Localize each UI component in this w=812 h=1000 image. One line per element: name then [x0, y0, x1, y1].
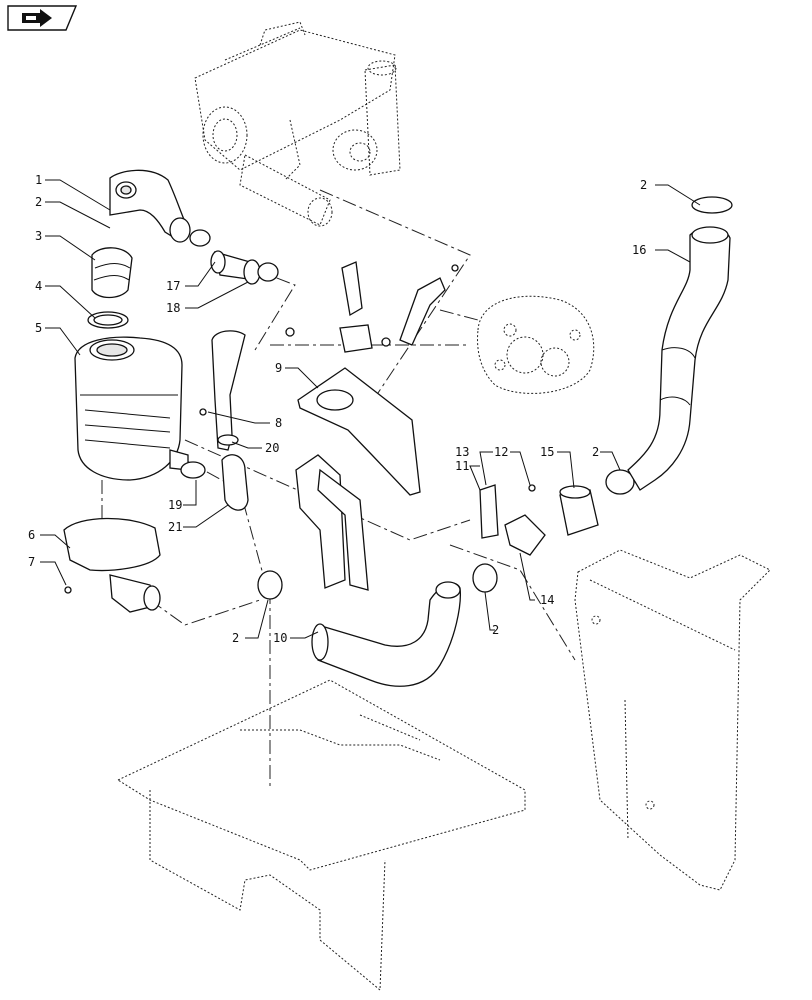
part-2-clamp-lower-left[interactable]: [257, 570, 283, 600]
callout-16: 16: [632, 243, 646, 257]
part-16-long-hose[interactable]: [627, 226, 731, 491]
part-15-sleeve[interactable]: [559, 485, 599, 536]
part-17-18-hose-clamps[interactable]: [189, 229, 279, 285]
callout-5: 5: [35, 321, 42, 335]
callout-21: 21: [168, 520, 182, 534]
part-12-nut[interactable]: [528, 484, 536, 492]
callout-2: 2: [640, 178, 647, 192]
callout-1: 1: [35, 173, 42, 187]
part-7-screw[interactable]: [64, 586, 72, 594]
mounting-bracket-lower[interactable]: [295, 454, 369, 591]
callout-leaders: [40, 179, 701, 639]
part-19-clamp[interactable]: [180, 461, 206, 479]
callout-20: 20: [265, 441, 279, 455]
callout-2: 2: [232, 631, 239, 645]
callout-2: 2: [492, 623, 499, 637]
callout-18: 18: [166, 301, 180, 315]
callout-17: 17: [166, 279, 180, 293]
part-14-flange[interactable]: [504, 514, 546, 556]
callout-3: 3: [35, 229, 42, 243]
callout-2: 2: [592, 445, 599, 459]
turbocharger-phantom: [477, 295, 595, 394]
callout-8: 8: [275, 416, 282, 430]
part-4-clamp[interactable]: [87, 311, 129, 329]
part-6-lower-housing[interactable]: [63, 517, 161, 613]
assembly-lines: [101, 189, 576, 790]
callout-9: 9: [275, 361, 282, 375]
part-2-clamp-lower-right[interactable]: [472, 563, 498, 593]
next-page-arrow-icon: [22, 9, 52, 27]
callout-19: 19: [168, 498, 182, 512]
callout-labels: 1 2 3 4 5 6 7 17 18 9 8 20 19 21 2 10 13…: [28, 173, 647, 645]
part-5-air-cleaner[interactable]: [74, 336, 189, 481]
part-11-bracket[interactable]: [479, 484, 499, 539]
callout-12: 12: [494, 445, 508, 459]
part-21-pipe[interactable]: [211, 330, 249, 511]
callout-15: 15: [540, 445, 554, 459]
next-page-button[interactable]: [7, 5, 78, 31]
engine-top-assembly-phantom: [194, 21, 401, 227]
callout-6: 6: [28, 528, 35, 542]
callout-4: 4: [35, 279, 42, 293]
callout-2: 2: [35, 195, 42, 209]
part-10-intake-tube[interactable]: [311, 581, 461, 687]
part-3-rubber-hose[interactable]: [91, 247, 133, 299]
part-9-bracket-plate[interactable]: [297, 367, 421, 496]
callout-7: 7: [28, 555, 35, 569]
callout-14: 14: [540, 593, 554, 607]
callout-11: 11: [455, 459, 469, 473]
part-2-clamp-top-right[interactable]: [691, 196, 733, 214]
callout-10: 10: [273, 631, 287, 645]
part-1-inlet-elbow[interactable]: [109, 169, 191, 243]
part-8-screw[interactable]: [199, 408, 207, 416]
callout-13: 13: [455, 445, 469, 459]
floor-plate-phantom: [116, 679, 526, 992]
inline-filter-assembly[interactable]: [285, 261, 459, 353]
right-side-panel-phantom: [574, 549, 771, 891]
